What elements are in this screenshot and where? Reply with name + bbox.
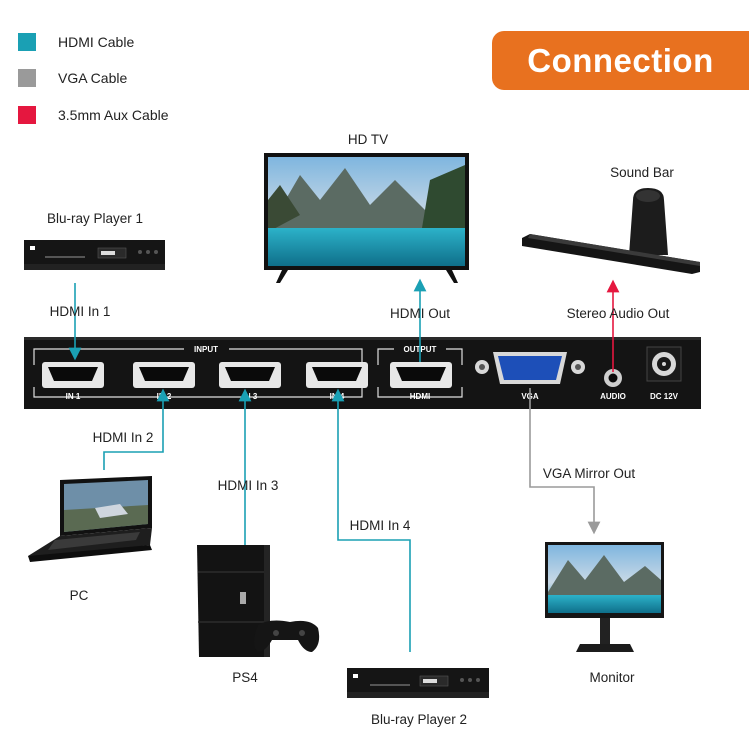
cable-vga-mirror-out (529, 388, 601, 535)
ps4-console-icon (197, 545, 320, 657)
label-monitor: Monitor (589, 670, 635, 685)
input-title: INPUT (194, 345, 218, 354)
bluray-player-1-icon (24, 240, 165, 270)
hd-tv-icon (264, 153, 469, 283)
legend-aux: 3.5mm Aux Cable (18, 106, 169, 124)
legend-swatch-vga (18, 69, 36, 87)
label-vga-mirror-out: VGA Mirror Out (542, 466, 636, 481)
cable-hdmi-in2 (103, 388, 170, 470)
legend-label-hdmi: HDMI Cable (58, 34, 135, 50)
hdmi-port-in2 (133, 362, 195, 388)
port-label-in1: IN 1 (66, 392, 81, 401)
port-label-audio: AUDIO (600, 392, 626, 401)
label-ps4: PS4 (232, 670, 258, 685)
port-label-hdmi: HDMI (410, 392, 430, 401)
label-hdmi-in-1: HDMI In 1 (49, 304, 111, 319)
connection-banner: Connection (492, 31, 749, 90)
monitor-icon (545, 542, 664, 652)
label-stereo-audio-out: Stereo Audio Out (566, 306, 670, 321)
hdmi-switch-box: INPUT OUTPUT IN 1 IN 2 IN 3 IN 4 HDMI VG… (24, 337, 701, 409)
label-hdmi-in-4: HDMI In 4 (349, 518, 411, 533)
label-sound-bar: Sound Bar (610, 165, 674, 180)
label-bluray-player-1: Blu-ray Player 1 (46, 211, 144, 226)
pc-laptop-icon (28, 476, 152, 562)
hdmi-port-in1 (42, 362, 104, 388)
audio-jack (604, 369, 622, 387)
vga-port (475, 352, 585, 384)
hdmi-port-in4 (306, 362, 368, 388)
banner-title: Connection (527, 41, 714, 79)
label-hd-tv: HD TV (347, 132, 389, 147)
hdmi-port-in3 (219, 362, 281, 388)
legend-swatch-hdmi (18, 33, 36, 51)
hdmi-port-out (390, 362, 452, 388)
legend-swatch-aux (18, 106, 36, 124)
cable-hdmi-in4 (331, 388, 411, 652)
sound-bar-icon (522, 188, 700, 274)
port-label-dc: DC 12V (650, 392, 679, 401)
label-hdmi-out: HDMI Out (389, 306, 451, 321)
legend-label-vga: VGA Cable (58, 70, 128, 86)
label-bluray-player-2: Blu-ray Player 2 (370, 712, 468, 727)
legend-label-aux: 3.5mm Aux Cable (58, 107, 169, 123)
label-pc: PC (69, 588, 89, 603)
legend-hdmi: HDMI Cable (18, 33, 134, 51)
label-hdmi-in-3: HDMI In 3 (217, 478, 279, 493)
label-hdmi-in-2: HDMI In 2 (92, 430, 154, 445)
dc-power-jack (646, 346, 682, 382)
bluray-player-2-icon (347, 668, 489, 698)
port-label-in2: IN 2 (157, 392, 172, 401)
legend-vga: VGA Cable (18, 69, 127, 87)
